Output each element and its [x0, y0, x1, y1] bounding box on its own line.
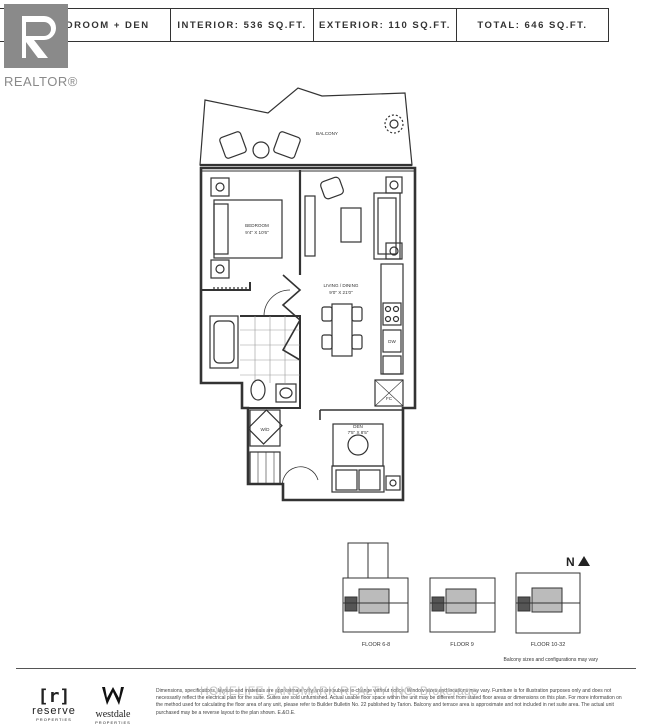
disclaimer-text: Dimensions, specifications, layouts and …: [156, 688, 622, 716]
exterior-area: EXTERIOR: 110 SQ.FT.: [314, 9, 457, 41]
reserve-properties-logo: [r] reserve PROPERTIES: [24, 686, 84, 722]
balcony-chair: [273, 131, 301, 159]
entry-closet: [249, 451, 281, 485]
unit-type: ONE BEDROOM + DEN: [0, 9, 171, 41]
living-label: LIVING / DINING: [324, 283, 359, 288]
sink: [275, 383, 297, 403]
balcony-table: [252, 141, 270, 159]
nightstand: [210, 259, 230, 279]
unit-info-header: ONE BEDROOM + DEN INTERIOR: 536 SQ.FT. E…: [0, 8, 609, 42]
westdale-properties-logo: westdale PROPERTIES: [92, 686, 134, 725]
reserve-logo-name: reserve: [32, 705, 76, 717]
wd-label: W/D: [261, 427, 271, 432]
reserve-logo-sub: PROPERTIES: [36, 717, 72, 722]
key-plan-floor-10-32: [515, 572, 581, 634]
key-plan-label: FLOOR 10-32: [531, 642, 566, 648]
bathtub: [209, 315, 239, 369]
footer-rule: [16, 668, 636, 669]
coffee-table: [340, 207, 362, 243]
fc-label: FC: [386, 396, 393, 401]
balcony-chair: [219, 131, 247, 159]
total-area: TOTAL: 646 SQ.FT.: [477, 19, 588, 31]
side-table: [385, 242, 403, 260]
brokerage-watermark: HOMELIFE LANDMARK REALTY INC. Brokerage: [200, 684, 478, 698]
key-plan-label: FLOOR 6-8: [362, 642, 390, 648]
cooktop: [382, 302, 402, 326]
balcony-plant: [384, 114, 404, 134]
side-table: [385, 176, 403, 194]
key-plan-floor-9: [429, 577, 496, 633]
den-label: DEN: [353, 424, 363, 429]
north-arrow-icon: [578, 556, 590, 566]
realtor-logo-text: REALTOR®: [4, 74, 78, 89]
dishwasher: [382, 329, 402, 353]
nightstand: [210, 177, 230, 197]
bedroom-label: BEDROOM: [245, 223, 269, 228]
westdale-logo-sub: PROPERTIES: [95, 720, 131, 725]
compass-label: N: [566, 555, 575, 569]
bed: [213, 199, 283, 259]
interior-area: INTERIOR: 536 SQ.FT.: [171, 9, 314, 41]
balcony-outline: [199, 87, 413, 166]
key-plan-label: FLOOR 9: [450, 642, 474, 648]
kitchen-sink: [382, 355, 402, 375]
armchair: [320, 176, 344, 200]
fridge-closet: [374, 379, 404, 407]
media-unit: [304, 195, 316, 257]
toilet: [250, 379, 266, 401]
balcony-label: BALCONY: [316, 131, 338, 136]
living-dims: 9'0" X 21'0": [329, 290, 353, 295]
kitchen-counter: [380, 263, 404, 375]
den-side-table: [385, 475, 401, 491]
bedroom-dims: 9'4" X 10'6": [245, 230, 269, 235]
realtor-logo-icon: [4, 4, 68, 68]
unit-outline: [199, 166, 417, 502]
realtor-logo: REALTOR®: [4, 4, 77, 90]
dining-table: [331, 303, 353, 357]
den-dims: 7'5" X 8'5": [348, 430, 369, 435]
westdale-logo-name: westdale: [95, 709, 131, 720]
westdale-logo-icon: [92, 686, 134, 711]
dw-label: DW: [388, 339, 396, 344]
reserve-logo-mark: [r]: [37, 686, 71, 707]
key-plan-note: Balcony sizes and configurations may var…: [504, 657, 599, 663]
den-sofa: [331, 465, 385, 493]
key-plan-floor-6-8: [342, 542, 409, 633]
